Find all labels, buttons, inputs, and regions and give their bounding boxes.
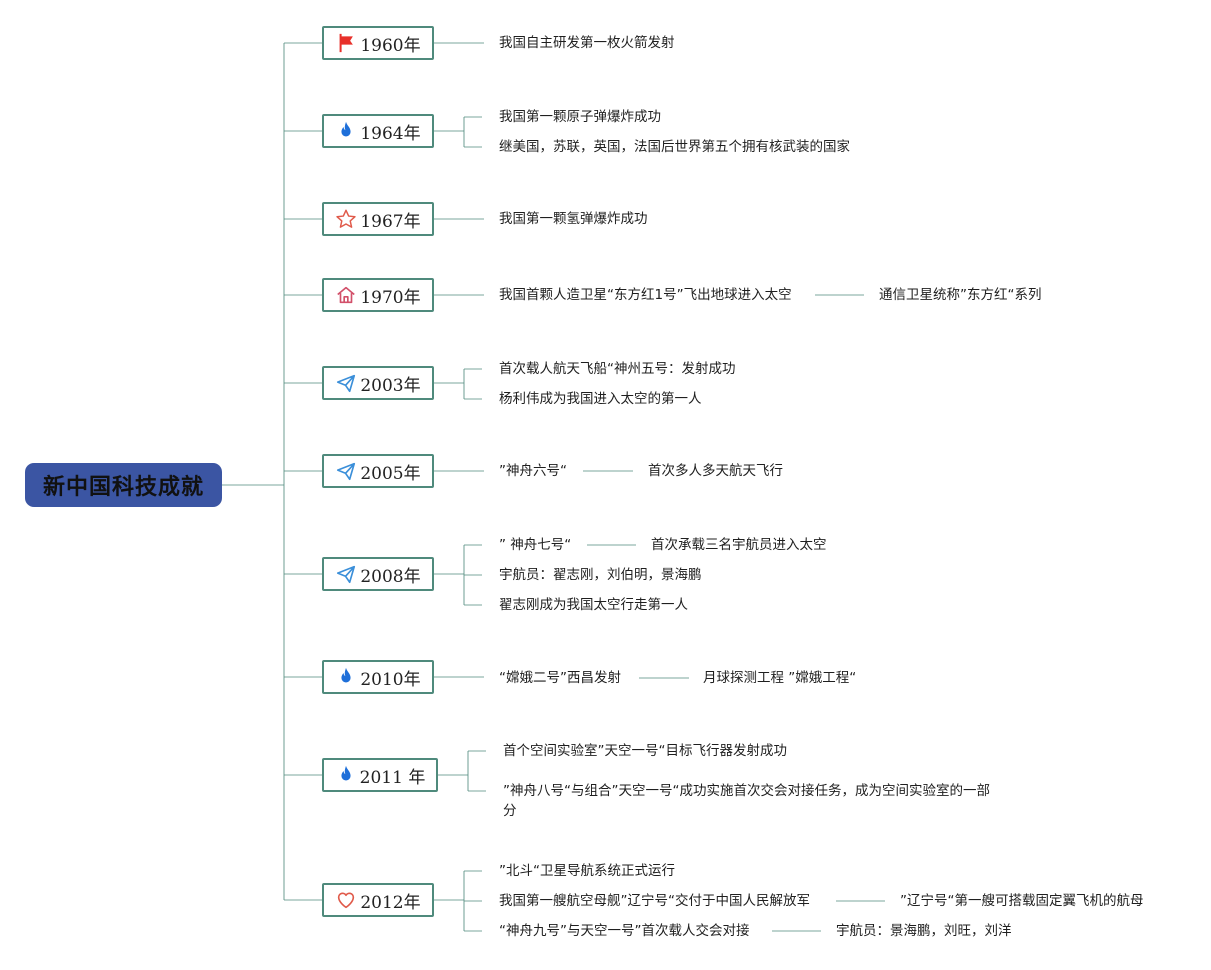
event-detail-text[interactable]: 首次承载三名宇航员进入太空 (651, 537, 827, 553)
event-text[interactable]: 我国第一颗原子弹爆炸成功 (499, 109, 661, 125)
year-label: 2012年 (360, 892, 421, 913)
fire-icon (335, 764, 357, 786)
year-node-1960[interactable]: 1960年 (322, 26, 434, 60)
year-node-1967[interactable]: 1967年 (322, 202, 434, 236)
event-detail-text[interactable]: 首次多人多天航天飞行 (648, 463, 783, 479)
fire-icon (335, 120, 357, 142)
year-label: 2003年 (360, 375, 421, 396)
event-detail-text[interactable]: 通信卫星统称”东方红“系列 (879, 287, 1042, 303)
event-text[interactable]: 继美国，苏联，英国，法国后世界第五个拥有核武装的国家 (499, 139, 850, 155)
event-text[interactable]: “嫦娥二号”西昌发射 (499, 670, 621, 686)
year-label: 1964年 (360, 123, 421, 144)
event-text[interactable]: 我国第一颗氢弹爆炸成功 (499, 211, 648, 227)
home-icon (335, 284, 357, 306)
year-label: 2011 年 (359, 767, 426, 788)
event-text[interactable]: 首个空间实验室”天空一号“目标飞行器发射成功 (503, 743, 787, 759)
flag-icon (335, 32, 357, 54)
event-text[interactable]: 我国第一艘航空母舰”辽宁号“交付于中国人民解放军 (499, 893, 810, 909)
event-text[interactable]: 首次载人航天飞船“神州五号：发射成功 (499, 361, 736, 377)
event-text[interactable]: “神舟九号”与天空一号”首次载人交会对接 (499, 923, 750, 939)
year-label: 1960年 (360, 35, 421, 56)
event-text[interactable]: ” 神舟七号“ (499, 537, 572, 553)
event-text[interactable]: ”神舟八号“与组合”天空一号“成功实施首次交会对接任务，成为空间实验室的一部分 (503, 783, 990, 819)
year-label: 2008年 (360, 566, 421, 587)
paper-plane-icon (335, 563, 357, 585)
paper-plane-icon (335, 372, 357, 394)
year-node-2008[interactable]: 2008年 (322, 557, 434, 591)
event-text[interactable]: 我国自主研发第一枚火箭发射 (499, 35, 675, 51)
event-detail-text[interactable]: ”辽宁号“第一艘可搭载固定翼飞机的航母 (900, 893, 1144, 909)
heart-icon (335, 889, 357, 911)
event-text[interactable]: 杨利伟成为我国进入太空的第一人 (499, 391, 702, 407)
year-node-1970[interactable]: 1970年 (322, 278, 434, 312)
year-node-2005[interactable]: 2005年 (322, 454, 434, 488)
event-text[interactable]: ”神舟六号“ (499, 463, 567, 479)
year-label: 2010年 (360, 669, 421, 690)
year-label: 1970年 (360, 287, 421, 308)
year-node-2011[interactable]: 2011 年 (322, 758, 438, 792)
year-node-1964[interactable]: 1964年 (322, 114, 434, 148)
event-text[interactable]: ”北斗“卫星导航系统正式运行 (499, 863, 675, 879)
year-node-2012[interactable]: 2012年 (322, 883, 434, 917)
year-label: 1967年 (360, 211, 421, 232)
year-node-2003[interactable]: 2003年 (322, 366, 434, 400)
year-node-2010[interactable]: 2010年 (322, 660, 434, 694)
event-text[interactable]: 我国首颗人造卫星“东方红1号”飞出地球进入太空 (499, 287, 792, 303)
event-text[interactable]: 宇航员：翟志刚，刘伯明，景海鹏 (499, 567, 702, 583)
fire-icon (335, 666, 357, 688)
paper-plane-icon (335, 460, 357, 482)
event-text[interactable]: 翟志刚成为我国太空行走第一人 (499, 597, 688, 613)
event-detail-text[interactable]: 宇航员：景海鹏，刘旺，刘洋 (836, 923, 1012, 939)
event-detail-text[interactable]: 月球探测工程 ”嫦娥工程“ (703, 670, 857, 686)
year-label: 2005年 (360, 463, 421, 484)
star-icon (335, 208, 357, 230)
root-topic[interactable]: 新中国科技成就 (25, 463, 222, 507)
